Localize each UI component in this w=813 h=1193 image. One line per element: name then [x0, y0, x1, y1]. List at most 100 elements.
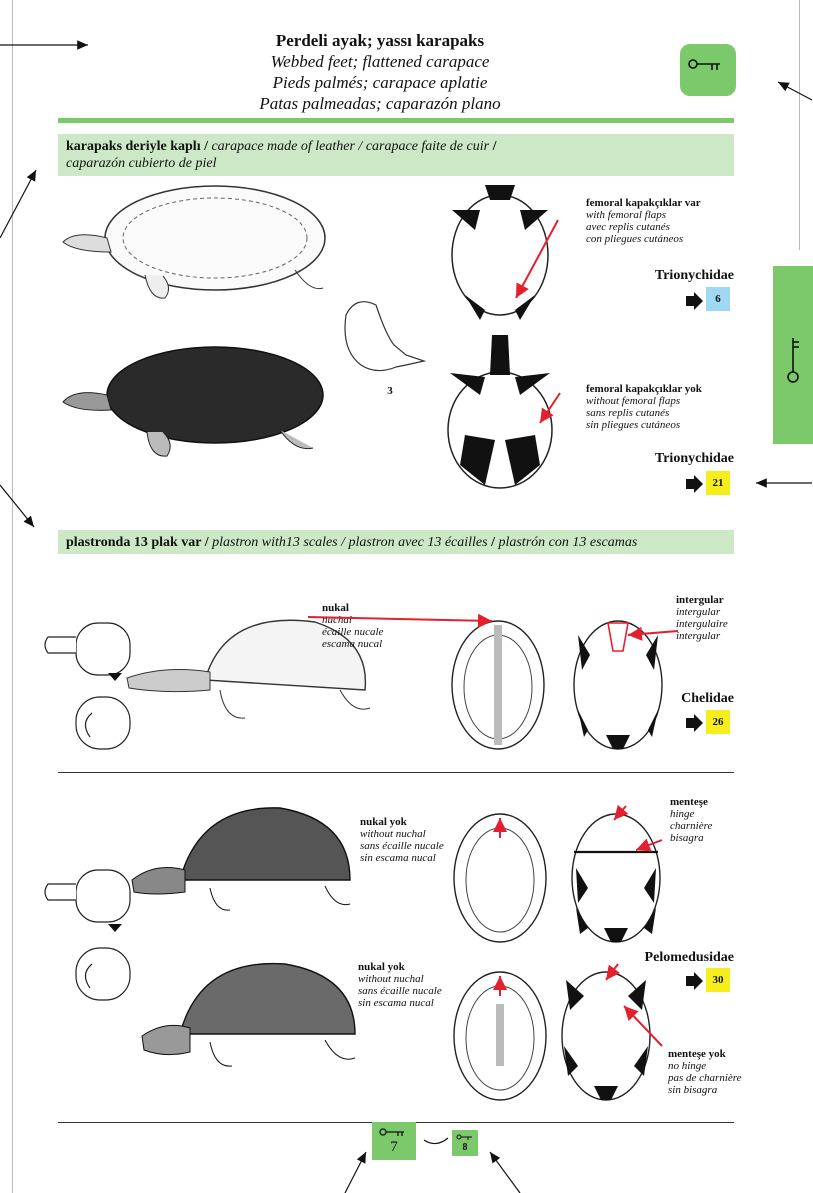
foot-figure-number: 3 — [378, 385, 402, 397]
note-intergular-en: intergular — [676, 606, 720, 618]
neck-sideways-diagram-2 — [42, 862, 132, 1012]
neck-sideways-diagram — [42, 615, 132, 765]
family-page-21[interactable]: 21 — [706, 471, 730, 495]
carapace-no-nuchal-diagram-1 — [450, 808, 550, 948]
pointer-arrow-icon — [684, 972, 704, 990]
note-femoral-yes-es: con pliegues cutáneos — [586, 233, 683, 245]
note-femoral-yes: femoral kapakçıklar var with femoral fla… — [586, 197, 716, 245]
section-band-leather: karapaks deriyle kaplı / carapace made o… — [58, 134, 734, 176]
plastron-with-flaps-diagram — [440, 180, 570, 325]
title-es: Patas palmeadas; caparazón plano — [200, 93, 560, 114]
plastron-without-flaps-diagram — [440, 335, 570, 490]
note-intergular-tr: intergular — [676, 594, 724, 606]
band2-bold: plastronda 13 plak var / — [66, 535, 209, 550]
note-no-hinge-tr: menteşe yok — [668, 1048, 726, 1060]
arrow-to-key-7 — [345, 1152, 366, 1193]
pointer-arrow-icon — [684, 475, 704, 493]
title-tr: Perdeli ayak; yassı karapaks — [200, 30, 560, 51]
key-icon — [372, 1125, 416, 1139]
note-no-hinge: menteşe yok no hinge pas de charnière si… — [668, 1048, 768, 1096]
band1-sep: / — [493, 139, 497, 154]
note-no-hinge-en: no hinge — [668, 1060, 706, 1072]
note-femoral-no-en: without femoral flaps — [586, 395, 680, 407]
header-rule — [58, 118, 734, 123]
band2-italic2: plastrón con 13 escamas — [498, 535, 637, 550]
note-hinge-en: hinge — [670, 808, 694, 820]
arrow-to-key-8 — [490, 1152, 520, 1193]
key-7-label: 7 — [372, 1139, 416, 1156]
plastron-hinge-diagram — [566, 808, 666, 948]
carapace-with-nuchal-diagram — [448, 615, 548, 755]
arrow-to-band1 — [0, 170, 36, 238]
note-hinge-fr: charnière — [670, 820, 712, 832]
note-hinge: menteşe hinge charnière bisagra — [670, 796, 750, 844]
family-page-6[interactable]: 6 — [706, 287, 730, 311]
note-no-nuchal-1-es: sin escama nucal — [360, 852, 436, 864]
webbed-foot-illustration — [336, 295, 436, 385]
key-icon-box[interactable] — [680, 44, 736, 96]
band2-sep: / — [491, 535, 495, 550]
note-no-nuchal-1-en: without nuchal — [360, 828, 426, 840]
note-no-nuchal-2-tr: nukal yok — [358, 961, 405, 973]
note-intergular: intergular intergular intergulaire inter… — [676, 594, 756, 642]
note-no-nuchal-1-tr: nukal yok — [360, 816, 407, 828]
band1-italic2: caparazón cubierto de piel — [66, 156, 216, 171]
note-femoral-no: femoral kapakçıklar yok without femoral … — [586, 383, 716, 431]
note-femoral-yes-tr: femoral kapakçıklar var — [586, 197, 701, 209]
hinged-turtle-illustration — [130, 800, 360, 920]
pointer-arrow-icon — [684, 292, 704, 310]
note-femoral-yes-en: with femoral flaps — [586, 209, 666, 221]
note-intergular-fr: intergulaire — [676, 618, 728, 630]
note-nuchal-tr: nukal — [322, 602, 349, 614]
note-nuchal: nukal nuchal écaille nucale escama nucal — [322, 602, 422, 650]
swash-connector — [422, 1136, 452, 1150]
band1-bold: karapaks deriyle kaplı / — [66, 139, 208, 154]
note-hinge-tr: menteşe — [670, 796, 708, 808]
section-divider — [58, 772, 734, 773]
unhinged-turtle-illustration — [140, 958, 370, 1078]
note-no-nuchal-2: nukal yok without nuchal sans écaille nu… — [358, 961, 458, 1009]
softshell-turtle-dark-illustration — [55, 340, 335, 470]
note-femoral-no-tr: femoral kapakçıklar yok — [586, 383, 702, 395]
title-fr: Pieds palmés; carapace aplatie — [200, 72, 560, 93]
vertical-key-icon — [773, 266, 813, 444]
note-no-nuchal-2-en: without nuchal — [358, 973, 424, 985]
key-icon — [452, 1132, 478, 1142]
note-no-hinge-es: sin bisagra — [668, 1084, 717, 1096]
key-icon — [680, 44, 736, 96]
key-7-button[interactable]: 7 — [372, 1122, 416, 1160]
note-intergular-es: intergular — [676, 630, 720, 642]
key-8-label: 8 — [452, 1142, 478, 1153]
family-trionychidae-1: Trionychidae — [590, 268, 734, 284]
note-femoral-no-es: sin pliegues cutáneos — [586, 419, 680, 431]
family-chelidae: Chelidae — [590, 691, 734, 707]
note-no-nuchal-2-fr: sans écaille nucale — [358, 985, 442, 997]
note-nuchal-es: escama nucal — [322, 638, 382, 650]
band1-italic1: carapace made of leather / carapace fait… — [211, 139, 489, 154]
family-pelomedusidae: Pelomedusidae — [590, 950, 734, 966]
note-no-nuchal-1: nukal yok without nuchal sans écaille nu… — [360, 816, 460, 864]
family-page-30[interactable]: 30 — [706, 968, 730, 992]
note-no-nuchal-1-fr: sans écaille nucale — [360, 840, 444, 852]
note-hinge-es: bisagra — [670, 832, 704, 844]
arrow-to-key — [778, 82, 812, 100]
title-en: Webbed feet; flattened carapace — [200, 51, 560, 72]
plastron-no-hinge-diagram — [556, 966, 656, 1106]
note-no-nuchal-2-es: sin escama nucal — [358, 997, 434, 1009]
note-nuchal-fr: écaille nucale — [322, 626, 383, 638]
family-trionychidae-2: Trionychidae — [590, 451, 734, 467]
note-nuchal-en: nuchal — [322, 614, 352, 626]
note-femoral-yes-fr: avec replis cutanés — [586, 221, 670, 233]
section-band-13-scales: plastronda 13 plak var / plastron with13… — [58, 530, 734, 554]
pointer-arrow-icon — [684, 714, 704, 732]
arrow-to-band2 — [0, 485, 34, 527]
plastron-intergular-diagram — [568, 615, 668, 755]
page-header: Perdeli ayak; yassı karapaks Webbed feet… — [200, 30, 560, 114]
band2-italic1: plastron with13 scales / plastron avec 1… — [212, 535, 487, 550]
note-femoral-no-fr: sans replis cutanés — [586, 407, 669, 419]
family-page-26[interactable]: 26 — [706, 710, 730, 734]
key-8-button[interactable]: 8 — [452, 1130, 478, 1156]
softshell-turtle-pale-illustration — [55, 180, 335, 310]
side-key-tab[interactable] — [773, 266, 813, 444]
carapace-no-nuchal-diagram-2 — [450, 966, 550, 1106]
